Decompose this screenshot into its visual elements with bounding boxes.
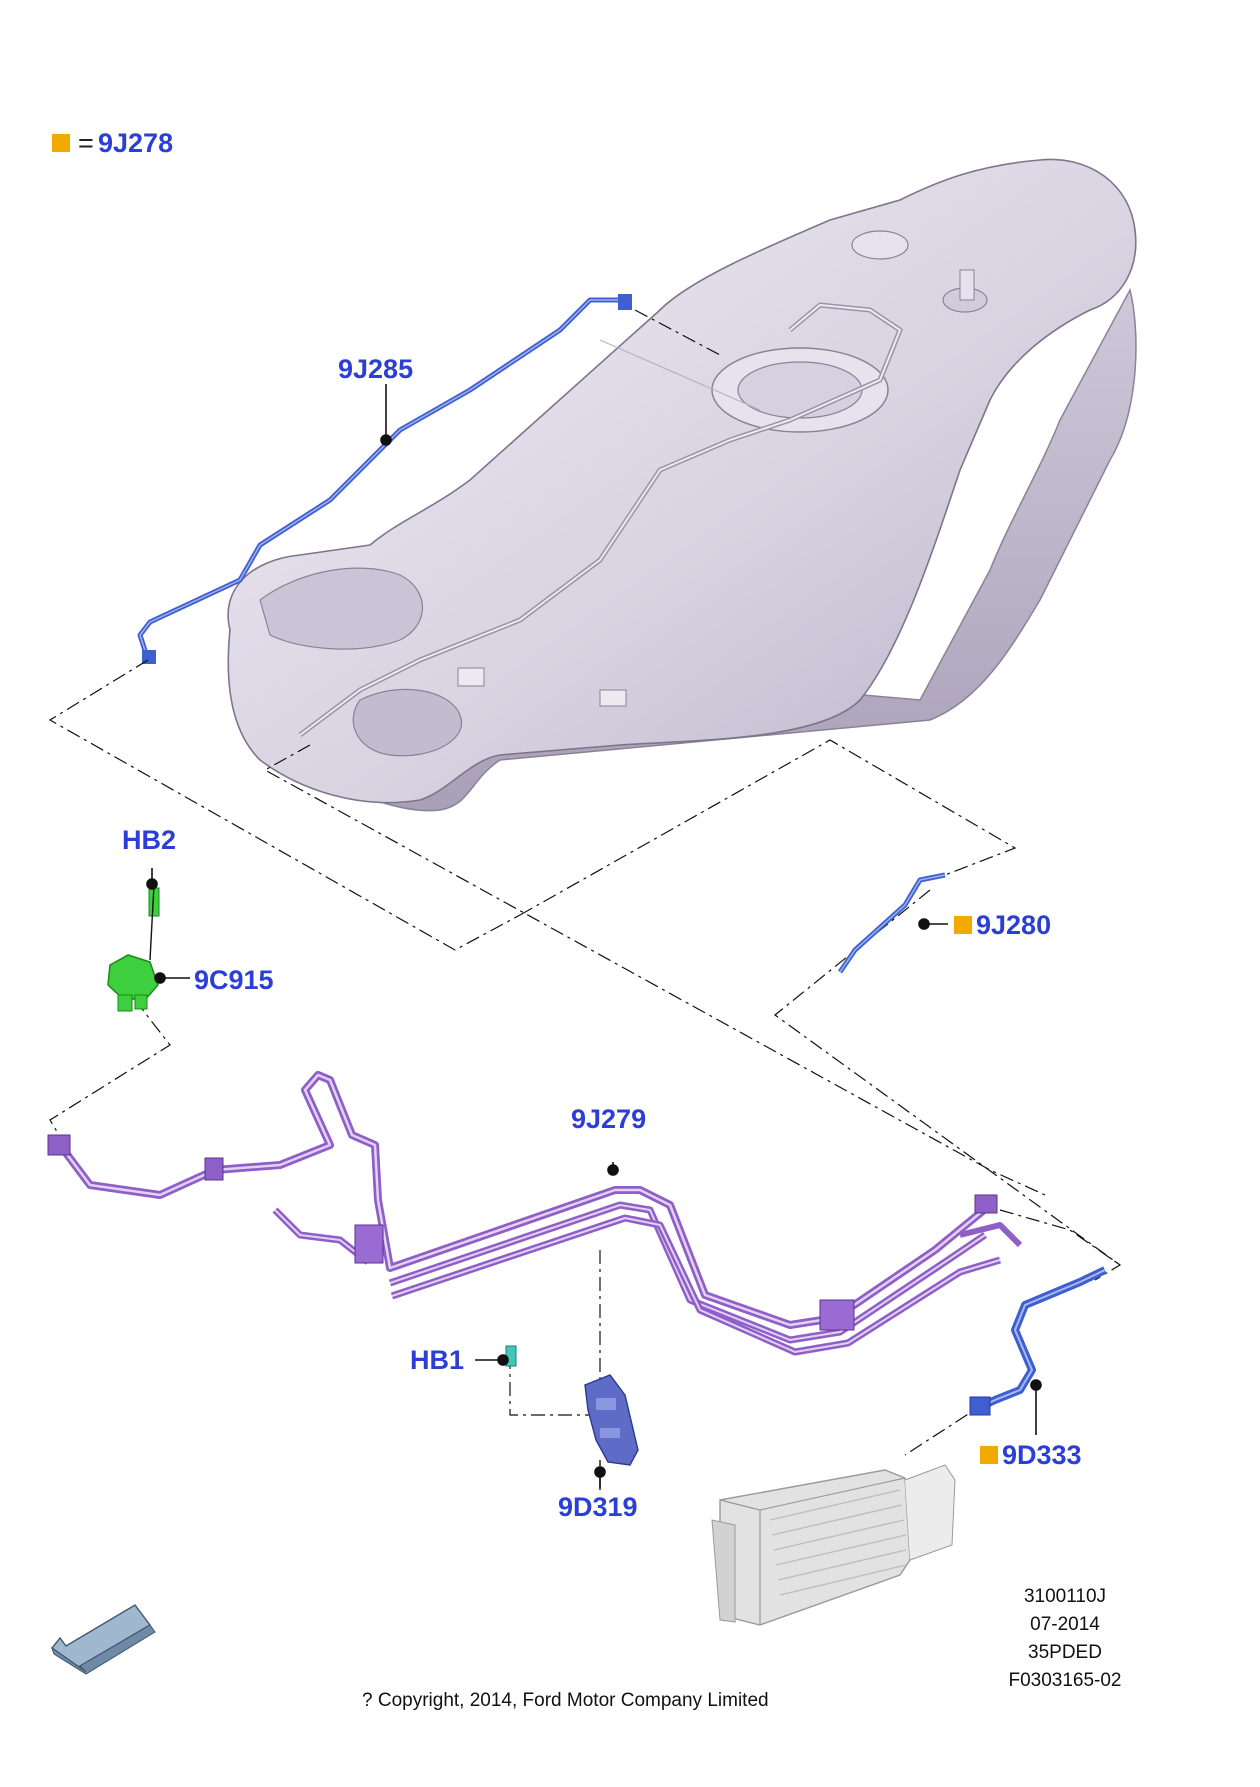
legend-equals: = (78, 128, 94, 158)
front-direction-arrow-icon (50, 1604, 156, 1675)
phantom-lines (48, 309, 1122, 1456)
legend-marker (52, 134, 70, 152)
hose-9D333 (969, 1266, 1107, 1416)
leader-lines (146, 384, 1042, 1488)
drawing-number: 3100110J (1023, 1586, 1107, 1607)
carbon-canister (711, 1464, 956, 1626)
drawing-date: 07-2014 (1030, 1614, 1100, 1635)
line-9J285 (137, 294, 632, 664)
marker-9D333 (980, 1446, 998, 1464)
marker-9J280 (954, 916, 972, 934)
line-9J280 (837, 872, 946, 974)
fuel-tank (227, 158, 1137, 812)
part-label-9D333: 9D333 (1002, 1440, 1082, 1470)
part-label-9D319: 9D319 (558, 1492, 638, 1522)
part-label-9J279: 9J279 (571, 1104, 647, 1134)
part-label-HB2: HB2 (122, 825, 177, 855)
part-label-9J285: 9J285 (338, 354, 414, 384)
line-bundle-9J279 (47, 1071, 1023, 1356)
part-9D319-bracket (505, 1345, 639, 1490)
figure-code: F0303165-02 (1008, 1670, 1122, 1691)
legend-part-label: 9J278 (98, 128, 174, 158)
drawing-info-block: 3100110J 07-2014 35PDED F0303165-02 (990, 1583, 1140, 1695)
model-code: 35PDED (1028, 1642, 1102, 1663)
part-label-HB1: HB1 (410, 1345, 465, 1375)
part-label-9J280: 9J280 (976, 910, 1052, 940)
part-label-9C915: 9C915 (194, 965, 274, 995)
part-9C915-green (107, 884, 160, 1012)
copyright-notice: ? Copyright, 2014, Ford Motor Company Li… (362, 1690, 769, 1711)
